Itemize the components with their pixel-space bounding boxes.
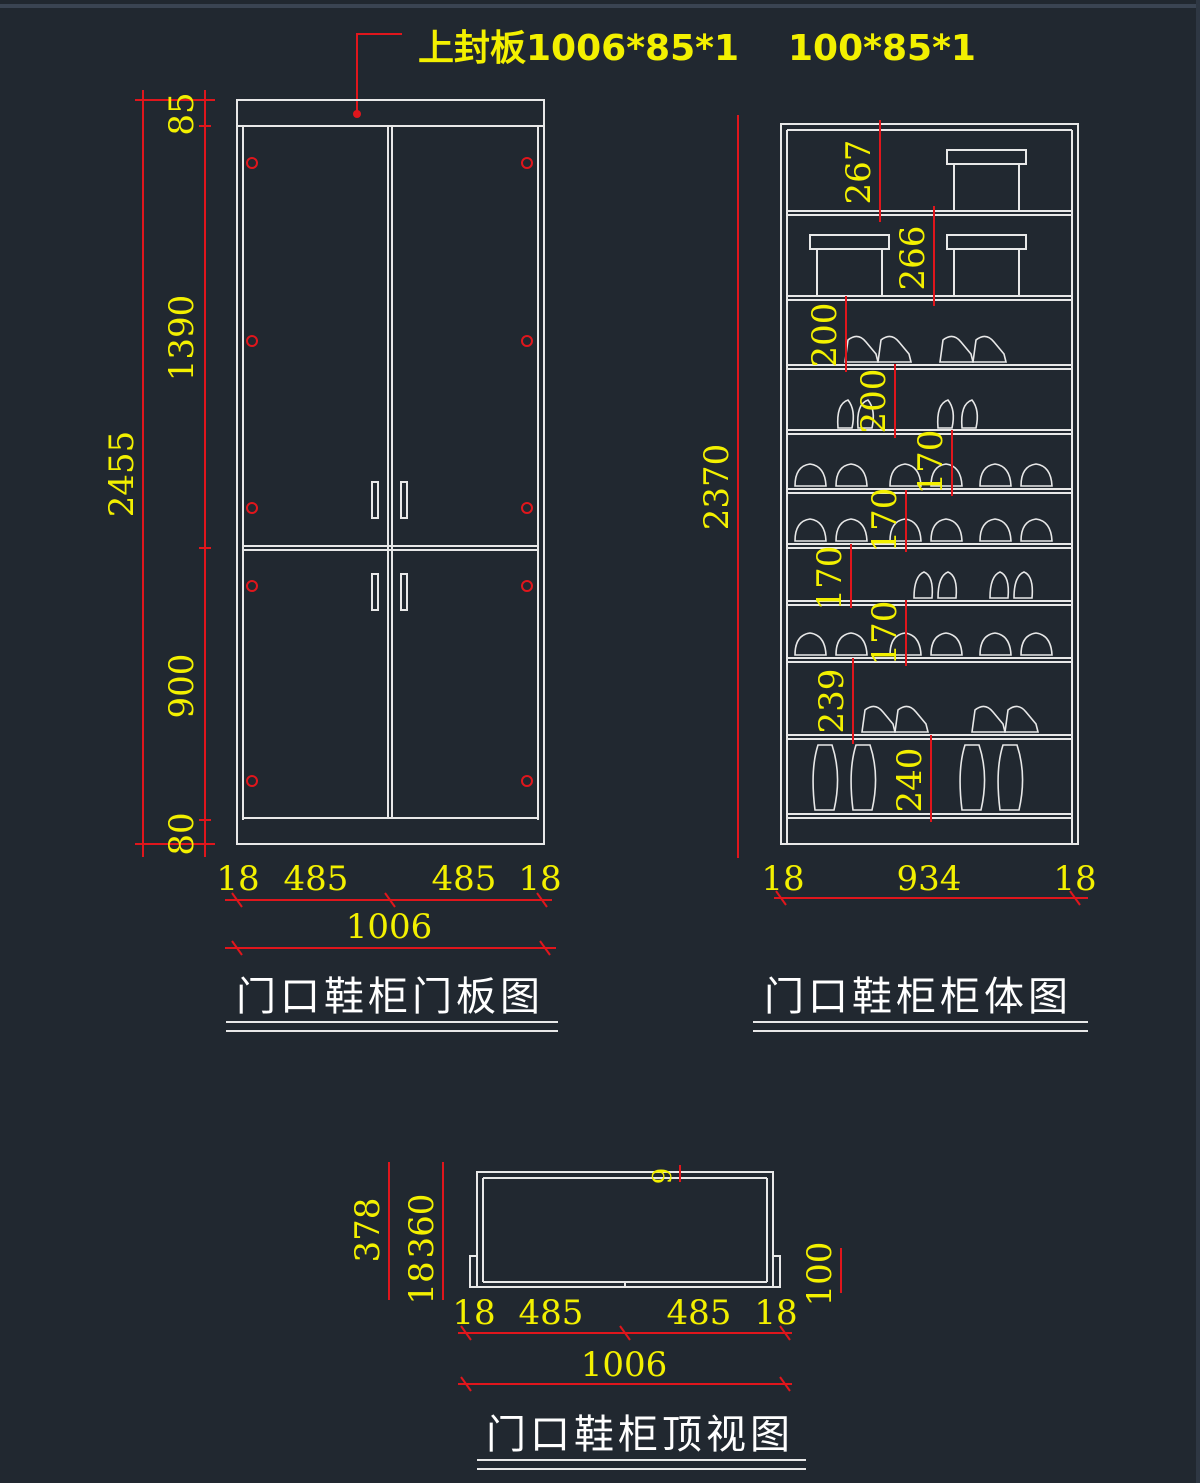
body-view-title: 门口鞋柜柜体图 — [764, 974, 1072, 1020]
top-panel-callout: 上封板1006*85*1 100*85*1 — [353, 28, 976, 118]
front-dimension-lines — [135, 90, 556, 956]
body-view: 2370 267 266 200 200 170 170 170 170 239… — [697, 115, 1097, 1032]
body-total-height: 2370 — [697, 444, 737, 531]
top-panel-note: 上封板1006*85*1 — [418, 28, 739, 69]
front-cabinet-outline — [236, 99, 545, 845]
top-width-part: 18 — [754, 1293, 797, 1333]
front-view: 2455 85 1390 900 80 18 485 485 18 1006 门… — [102, 90, 562, 1032]
front-height-part: 1390 — [162, 295, 202, 382]
top-cabinet-outline — [469, 1171, 781, 1288]
front-height-part: 80 — [162, 812, 202, 855]
shelf-height: 200 — [854, 369, 894, 434]
top-width-part: 485 — [667, 1293, 732, 1333]
top-side-depth: 100 — [800, 1242, 840, 1307]
top-view-title: 门口鞋柜顶视图 — [486, 1412, 794, 1458]
shelf-height: 240 — [890, 748, 930, 813]
door-handle-icon — [371, 481, 379, 519]
shelf-height: 239 — [812, 669, 852, 734]
shelf-height: 267 — [839, 140, 879, 205]
front-width-total: 1006 — [346, 907, 433, 947]
door-handle-icon — [400, 573, 408, 611]
shoe-icon — [794, 335, 1053, 811]
door-handle-icon — [371, 573, 379, 611]
top-width-part: 18 — [452, 1293, 495, 1333]
body-width-part: 18 — [761, 859, 804, 899]
top-view: 378 360 18 9 100 18 485 485 18 1006 门口鞋柜… — [348, 1162, 842, 1470]
front-height-part: 85 — [162, 92, 202, 135]
door-handle-icon — [400, 481, 408, 519]
hinge-icon — [246, 157, 533, 787]
top-depth-top: 9 — [648, 1168, 678, 1185]
body-width-part: 18 — [1053, 859, 1096, 899]
front-width-part: 485 — [284, 859, 349, 899]
top-width-part: 485 — [519, 1293, 584, 1333]
body-dimension-lines — [737, 115, 1088, 906]
front-total-height: 2455 — [102, 431, 142, 518]
shelf-height: 170 — [810, 546, 850, 611]
front-width-part: 485 — [432, 859, 497, 899]
top-dimension-lines — [388, 1162, 842, 1392]
front-width-part: 18 — [216, 859, 259, 899]
body-cabinet-outline — [780, 123, 1079, 845]
top-depth-back: 18 — [402, 1261, 442, 1304]
top-width-total: 1006 — [581, 1345, 668, 1385]
front-height-part: 900 — [162, 654, 202, 719]
shelf-height: 170 — [865, 488, 905, 553]
shelf-height: 170 — [911, 430, 951, 495]
top-panel-note-2: 100*85*1 — [788, 28, 976, 69]
shelf-height: 200 — [805, 303, 845, 368]
top-depth-inner: 360 — [402, 1194, 442, 1259]
shelf-height: 266 — [893, 226, 933, 291]
body-width-part: 934 — [897, 859, 962, 899]
top-depth-outer: 378 — [348, 1198, 388, 1263]
front-width-part: 18 — [518, 859, 561, 899]
shoe-box-icon — [809, 149, 1027, 297]
shelf-height: 170 — [865, 601, 905, 666]
front-view-title: 门口鞋柜门板图 — [236, 974, 544, 1020]
